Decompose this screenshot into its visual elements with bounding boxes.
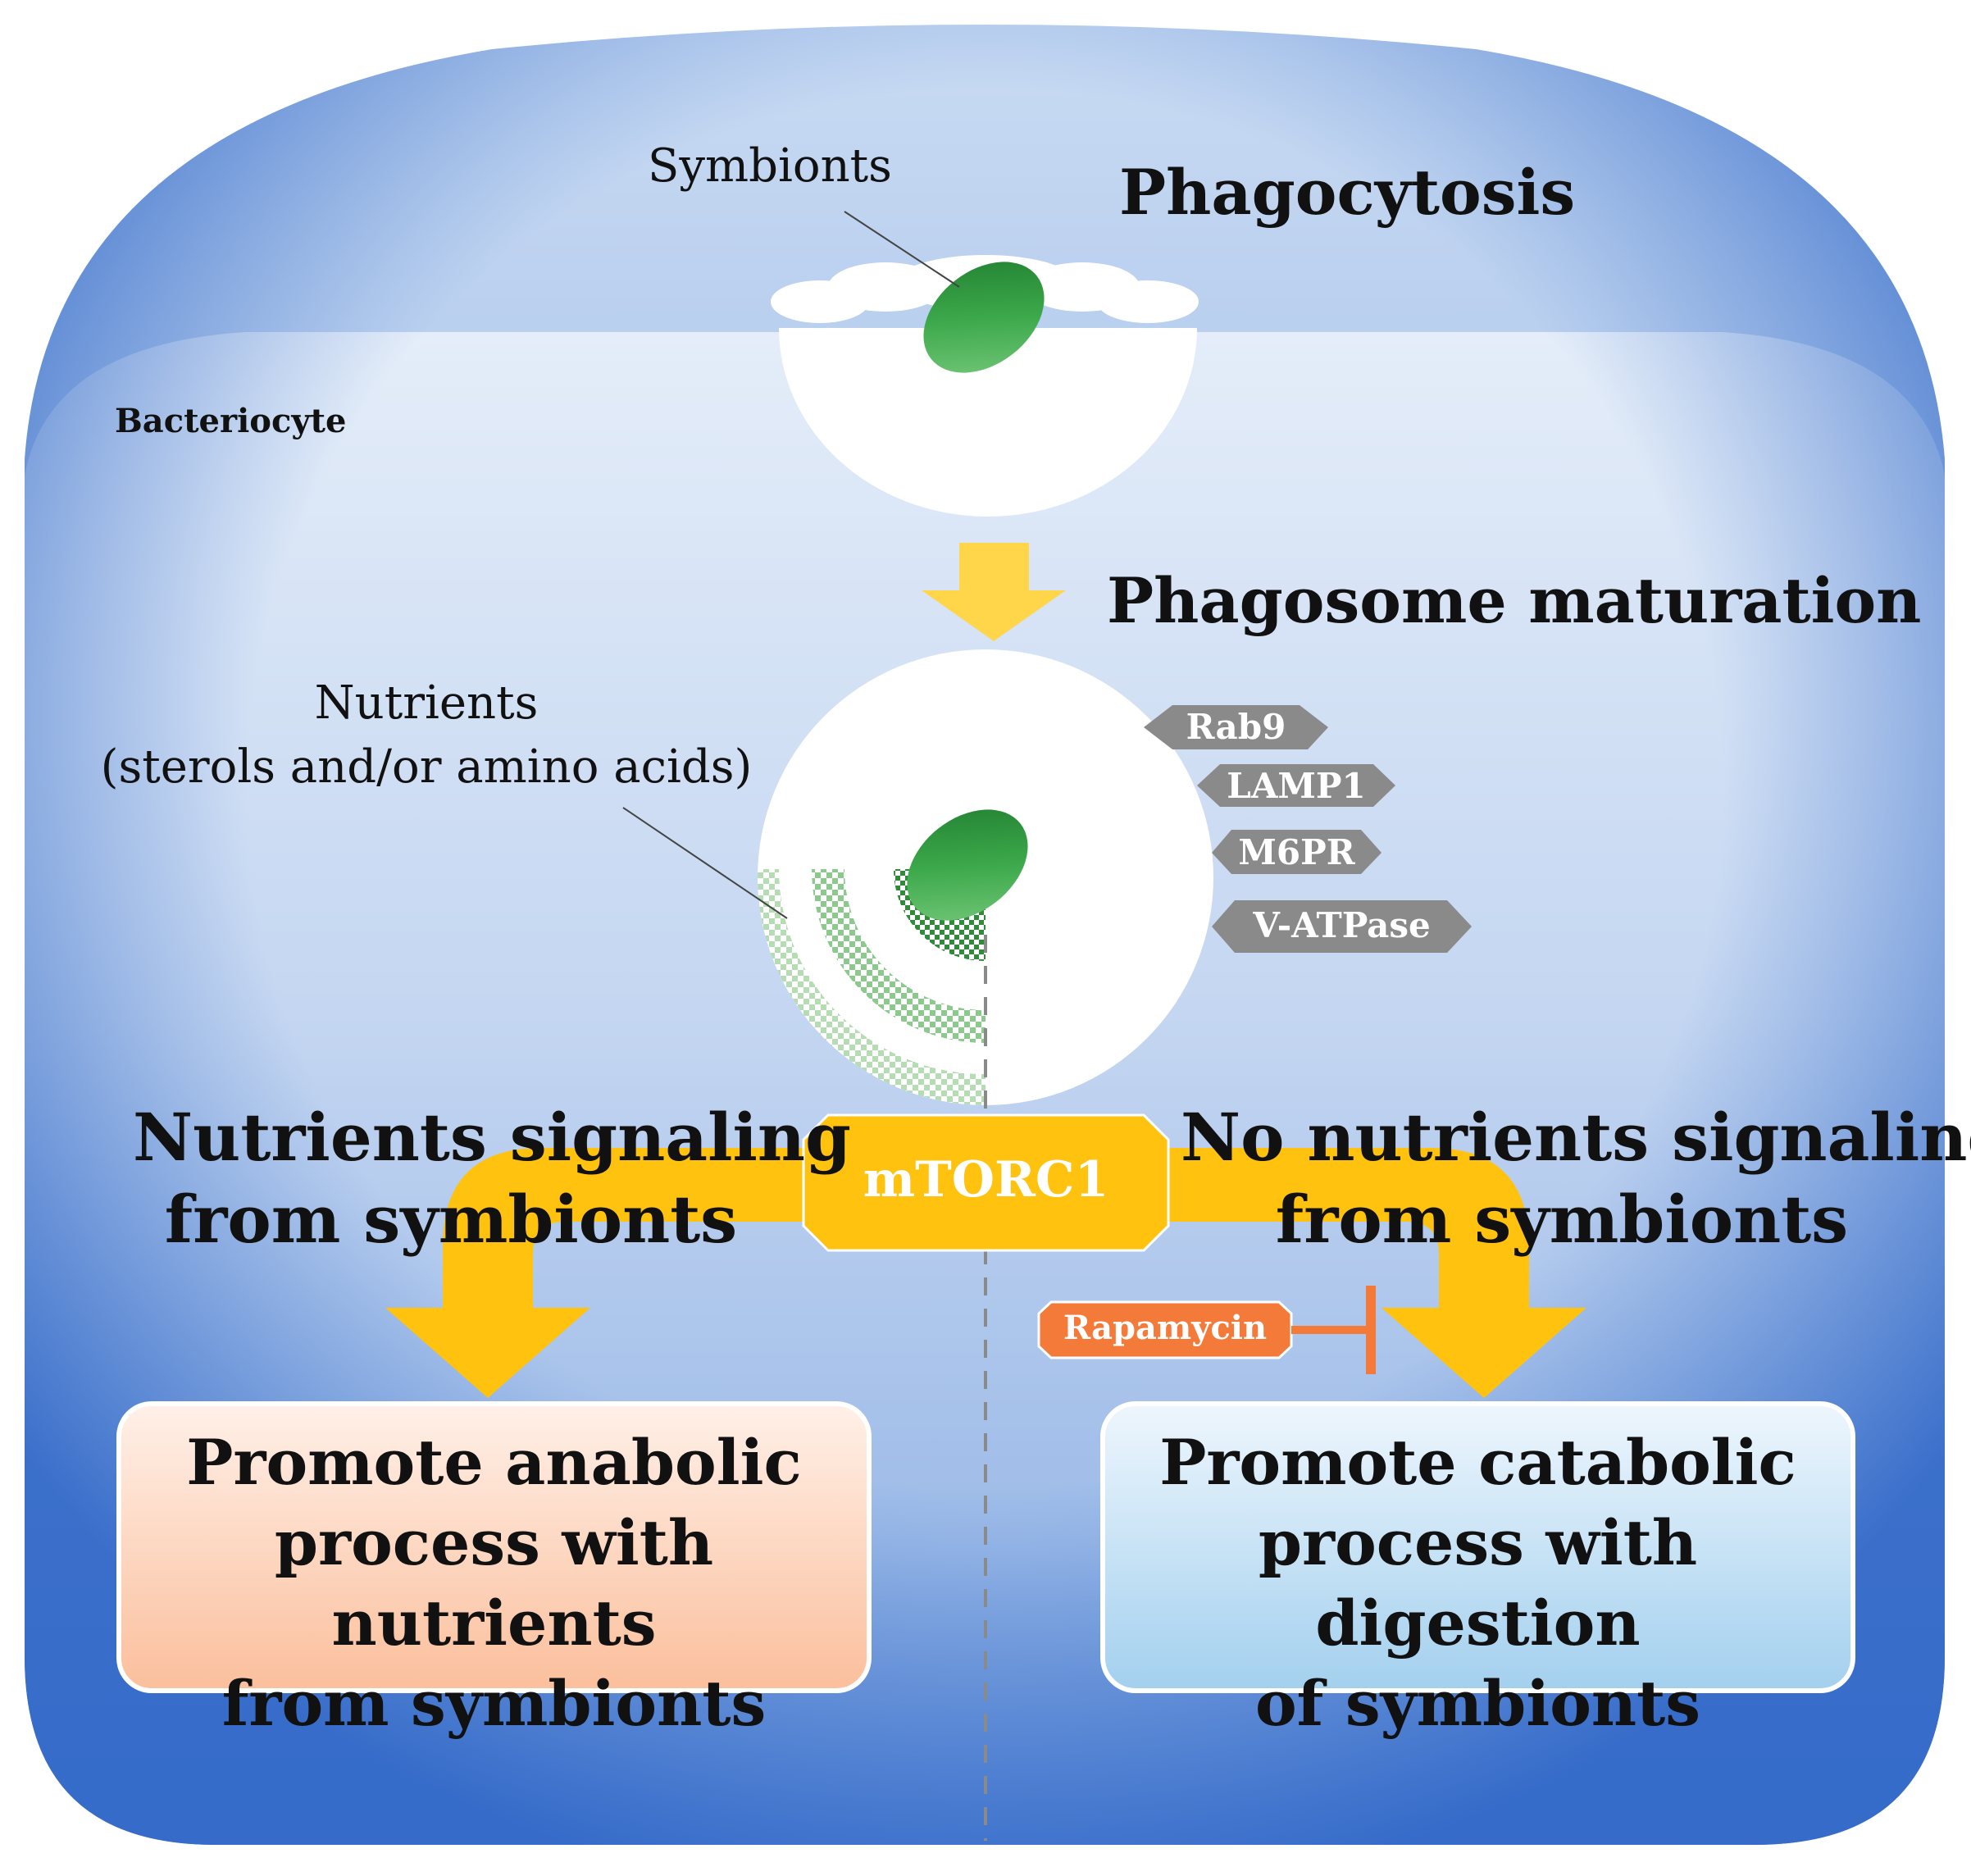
nutrients-label-line2: (sterols and/or amino acids) (100, 740, 753, 794)
catabolic-box-shape (1100, 1401, 1855, 1693)
nutrients-label-line1: Nutrients (314, 676, 539, 730)
mtorc1-label: mTORC1 (863, 1151, 1109, 1209)
anabolic-box: Promote anabolic process with nutrients … (119, 1423, 869, 1744)
catabolic-line3: of symbionts (1254, 1667, 1701, 1740)
anabolic-line3: from symbionts (221, 1667, 767, 1740)
rapamycin-shape (1037, 1300, 1293, 1359)
anabolic-line2: process with nutrients (274, 1506, 714, 1660)
symbiont-in-phagosome (907, 809, 1028, 921)
symbionts-label: Symbionts (648, 139, 892, 193)
arrow-left (385, 1148, 808, 1398)
anabolic-box-shape (116, 1401, 872, 1693)
signaling-left-line2: from symbionts (164, 1181, 738, 1258)
phagosome-maturation-title: Phagosome maturation (1107, 564, 1922, 637)
signaling-right-line1: No nutrients signaling (1181, 1099, 1971, 1176)
marker-rab9-shape (1144, 705, 1328, 749)
signaling-left-line1: Nutrients signaling (133, 1099, 851, 1176)
phagocytic-cup (779, 328, 1197, 517)
anabolic-line1: Promote anabolic (186, 1426, 802, 1499)
rapamycin-label: Rapamycin (1063, 1309, 1268, 1347)
marker-lamp1: LAMP1 (1227, 766, 1366, 806)
catabolic-line2: process with digestion (1258, 1506, 1698, 1660)
symbionts-leader-line (844, 211, 960, 288)
catabolic-box: Promote catabolic process with digestion… (1103, 1423, 1853, 1744)
phagocytosis-title: Phagocytosis (1119, 156, 1576, 229)
marker-m6pr: M6PR (1238, 832, 1355, 872)
mtorc1-shape (802, 1113, 1170, 1252)
bacteriocyte-label: Bacteriocyte (115, 402, 347, 440)
catabolic-line1: Promote catabolic (1159, 1426, 1796, 1499)
maturation-arrow (922, 543, 1066, 641)
signaling-right-line2: from symbionts (1275, 1181, 1849, 1258)
marker-vatpase: V-ATPase (1253, 905, 1431, 945)
symbiont-entering (923, 262, 1045, 373)
nutrients-leader-line (622, 807, 788, 919)
marker-rab9: Rab9 (1186, 707, 1286, 747)
marker-vatpase-shape (1212, 900, 1472, 953)
marker-m6pr-shape (1212, 830, 1382, 874)
arrow-right (1164, 1148, 1586, 1398)
marker-lamp1-shape (1197, 764, 1395, 807)
